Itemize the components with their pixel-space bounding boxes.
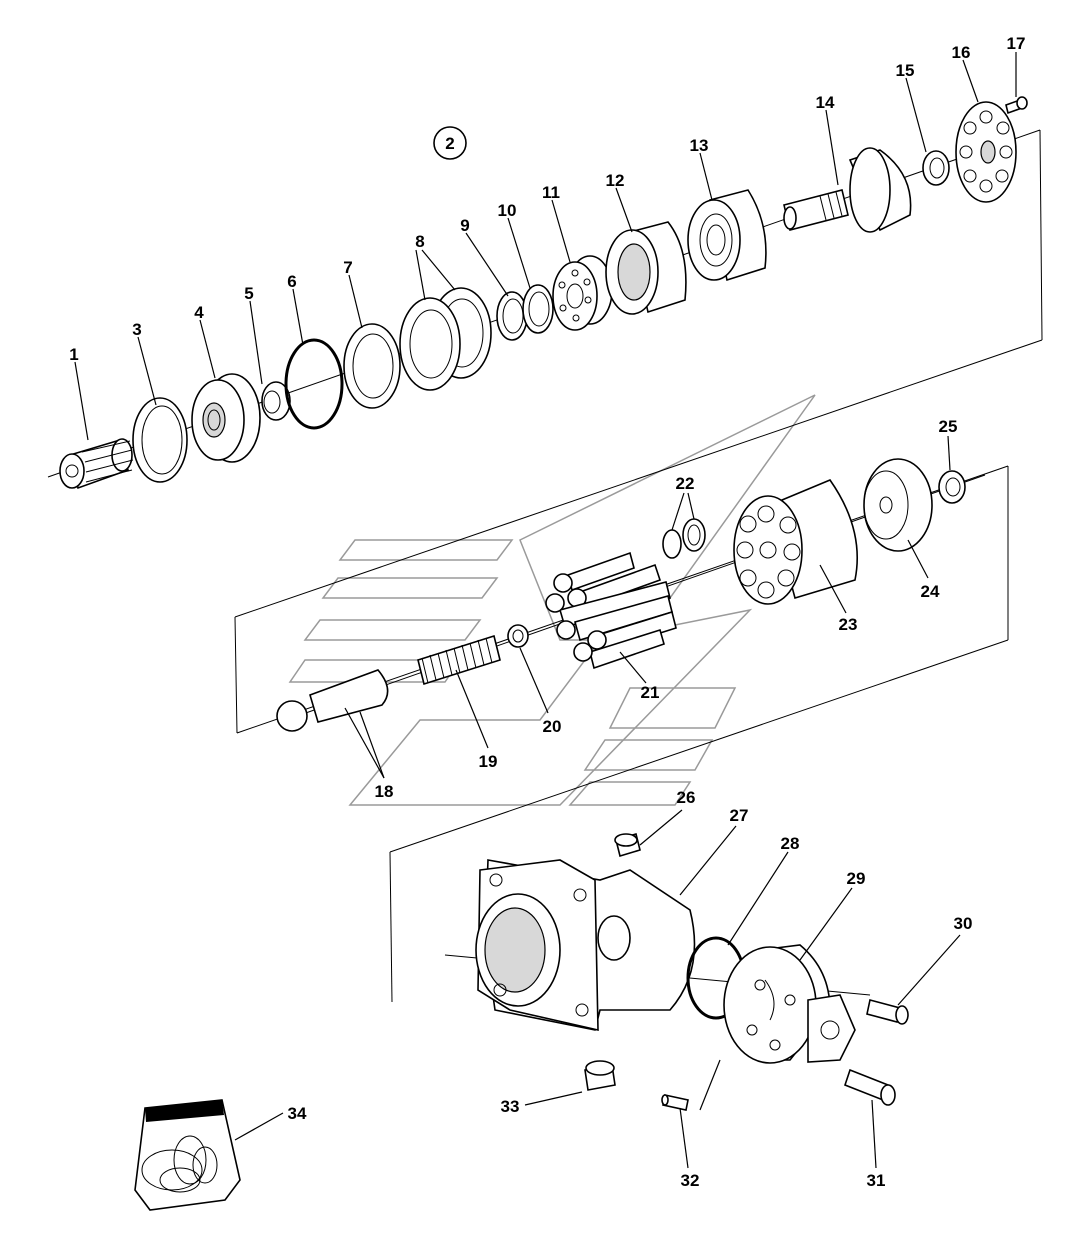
part-10-spacer-ring [522, 284, 554, 334]
part-31-bolt [844, 1068, 896, 1106]
part-21-pistons [545, 551, 677, 670]
assembly-marker: 2 [433, 126, 467, 160]
callout-18: 18 [375, 782, 394, 801]
part-24-valve-plate [863, 458, 933, 552]
part-15-washer [922, 150, 950, 186]
part-18-center-pin [276, 669, 389, 732]
callout-29: 29 [847, 869, 866, 888]
part-23-cylinder-block [733, 479, 858, 605]
callout-27: 27 [730, 806, 749, 825]
callout-5: 5 [244, 284, 253, 303]
part-11-ball-bearing [552, 255, 613, 331]
callout-16: 16 [952, 43, 971, 62]
assembly-marker-label: 2 [445, 134, 454, 153]
leader-lines [74, 52, 1017, 1169]
callout-21: 21 [641, 683, 660, 702]
callout-1: 1 [69, 345, 78, 364]
part-1-spline-coupling [59, 438, 134, 490]
callout-6: 6 [287, 272, 296, 291]
part-8-thrust-washers [399, 287, 492, 391]
callout-13: 13 [690, 136, 709, 155]
callout-34: 34 [288, 1104, 307, 1123]
part-20-spring-seat [507, 624, 529, 648]
part-9-snap-ring [496, 291, 528, 341]
callout-25: 25 [939, 417, 958, 436]
callout-14: 14 [816, 93, 835, 112]
callout-3: 3 [132, 320, 141, 339]
part-14-drive-shaft [783, 147, 912, 233]
callout-23: 23 [839, 615, 858, 634]
part-5-seal [261, 381, 291, 421]
callout-32: 32 [681, 1171, 700, 1190]
part-13-roller-bearing [687, 189, 767, 282]
callout-28: 28 [781, 834, 800, 853]
callout-20: 20 [543, 717, 562, 736]
part-12-bearing-cup [605, 221, 687, 315]
part-7-shim-ring [343, 323, 401, 409]
part-33-drain-plug [584, 1060, 616, 1091]
part-17-screw [1005, 96, 1028, 115]
part-29-end-cover [723, 944, 856, 1064]
callout-30: 30 [954, 914, 973, 933]
part-25-washer [938, 470, 966, 504]
part-3-retaining-ring [132, 397, 188, 483]
callout-26: 26 [677, 788, 696, 807]
callout-22: 22 [676, 474, 695, 493]
callout-8: 8 [415, 232, 424, 251]
callout-10: 10 [498, 201, 517, 220]
callout-24: 24 [921, 582, 940, 601]
callout-labels: 1 3 4 5 6 7 8 9 10 11 12 13 14 15 16 17 … [69, 34, 1025, 1190]
callout-4: 4 [194, 303, 204, 322]
callout-12: 12 [606, 171, 625, 190]
part-22-rings [662, 518, 706, 559]
part-30-bolt [866, 999, 909, 1025]
callout-9: 9 [460, 216, 469, 235]
callout-17: 17 [1007, 34, 1026, 53]
callout-11: 11 [542, 183, 560, 202]
part-6-o-ring [284, 338, 344, 430]
part-16-retainer-plate [955, 101, 1017, 203]
part-34-seal-kit [134, 1099, 241, 1211]
part-4-flange-housing [191, 373, 261, 463]
part-19-spring [417, 634, 501, 686]
part-32-dowel-pin [661, 1094, 689, 1111]
callout-31: 31 [867, 1171, 886, 1190]
callout-33: 33 [501, 1097, 520, 1116]
callout-15: 15 [896, 61, 915, 80]
callout-7: 7 [343, 258, 352, 277]
part-27-motor-housing [475, 859, 696, 1032]
callout-19: 19 [479, 752, 498, 771]
part-26-plug [614, 832, 641, 858]
